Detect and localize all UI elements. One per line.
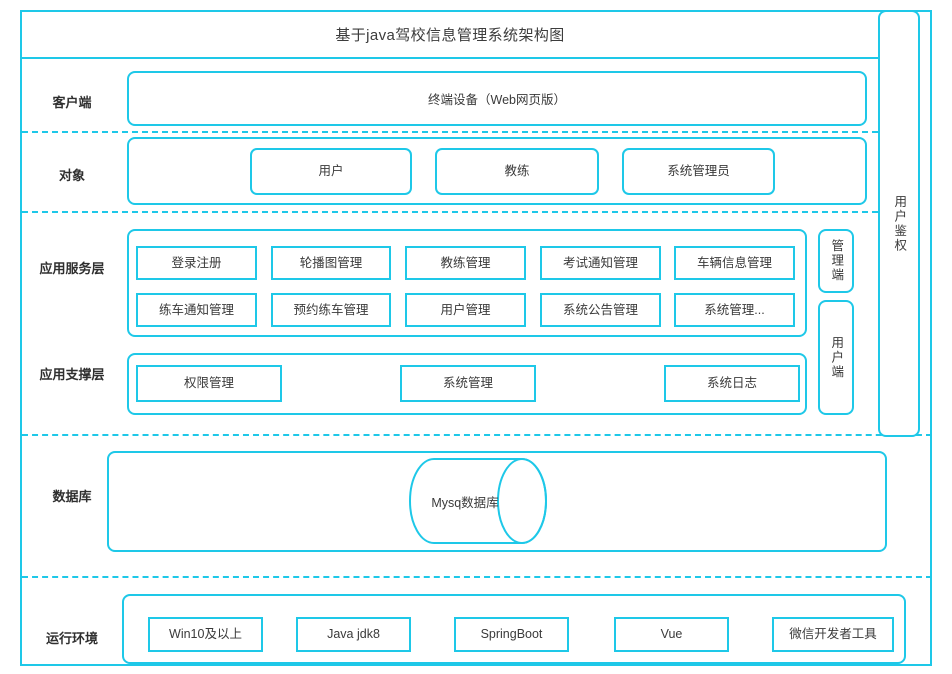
diagram-title-band: 基于java驾校信息管理系统架构图 — [22, 12, 878, 59]
service-practice-notice-management[interactable]: 练车通知管理 — [136, 293, 257, 327]
client-terminal-device-label: 终端设备（Web网页版） — [428, 93, 566, 107]
service-login-register[interactable]: 登录注册 — [136, 246, 257, 280]
layer-label-database: 数据库 — [52, 489, 92, 504]
separator-object-service — [22, 211, 878, 213]
support-system-log[interactable]: 系统日志 — [664, 365, 800, 402]
layer-label-app-support: 应用支撑层 — [39, 367, 105, 382]
rail-user-terminal[interactable]: 用户端 — [818, 300, 854, 415]
runtime-java-jdk8[interactable]: Java jdk8 — [296, 617, 411, 652]
mysql-database-label: Mysq数据库 — [431, 495, 499, 510]
page-title: 基于java驾校信息管理系统架构图 — [335, 27, 565, 44]
client-layer-container — [127, 71, 867, 126]
separator-client-object — [22, 131, 878, 133]
runtime-vue[interactable]: Vue — [614, 617, 729, 652]
service-vehicle-info-management[interactable]: 车辆信息管理 — [674, 246, 795, 280]
object-user[interactable]: 用户 — [250, 148, 412, 195]
layer-label-object: 对象 — [58, 168, 85, 183]
service-carousel-management[interactable]: 轮播图管理 — [271, 246, 391, 280]
object-system-admin[interactable]: 系统管理员 — [622, 148, 775, 195]
service-system-announcement-management[interactable]: 系统公告管理 — [540, 293, 661, 327]
separator-support-database — [22, 434, 932, 436]
support-permission-management[interactable]: 权限管理 — [136, 365, 282, 402]
service-practice-booking-management[interactable]: 预约练车管理 — [271, 293, 391, 327]
layer-label-client: 客户端 — [52, 95, 92, 110]
rail-user-authentication[interactable]: 用户鉴权 — [878, 10, 920, 437]
support-system-management[interactable]: 系统管理 — [400, 365, 536, 402]
rail-admin-terminal-label: 管理端 — [829, 239, 844, 283]
runtime-springboot[interactable]: SpringBoot — [454, 617, 569, 652]
service-exam-notice-management[interactable]: 考试通知管理 — [540, 246, 661, 280]
service-user-management[interactable]: 用户管理 — [405, 293, 526, 327]
cylinder-shape — [409, 458, 547, 544]
object-coach[interactable]: 教练 — [435, 148, 599, 195]
service-system-management-more[interactable]: 系统管理... — [674, 293, 795, 327]
mysql-database-cylinder[interactable]: Mysq数据库 — [408, 457, 548, 545]
diagram-outer-frame — [20, 10, 932, 666]
rail-user-authentication-label: 用户鉴权 — [892, 194, 907, 253]
separator-database-runtime — [22, 576, 932, 578]
layer-label-runtime: 运行环境 — [45, 631, 98, 646]
layer-label-app-service: 应用服务层 — [39, 261, 105, 276]
rail-user-terminal-label: 用户端 — [829, 335, 844, 380]
rail-admin-terminal[interactable]: 管理端 — [818, 229, 854, 293]
runtime-wechat-devtools[interactable]: 微信开发者工具 — [772, 617, 894, 652]
service-coach-management[interactable]: 教练管理 — [405, 246, 526, 280]
runtime-win10[interactable]: Win10及以上 — [148, 617, 263, 652]
